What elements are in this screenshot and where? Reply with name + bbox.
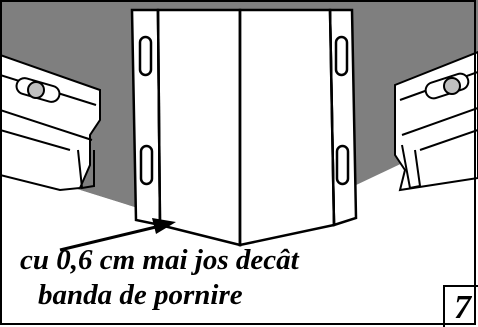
- slot-icon: [335, 144, 350, 186]
- nailing-slots: [138, 35, 350, 186]
- page-number-box: 7: [443, 285, 478, 327]
- starter-strip-left-icon: [0, 53, 101, 192]
- annotation-line-1: cu 0,6 cm mai jos decât: [20, 244, 299, 276]
- slot-icon: [138, 35, 153, 77]
- corner-post-icon: [130, 8, 358, 247]
- slot-icon: [334, 35, 349, 77]
- slot-icon: [139, 144, 154, 186]
- annotation-line-2: banda de pornire: [38, 279, 243, 311]
- starter-strip-right-icon: [394, 50, 478, 192]
- pointer-arrow-icon: [59, 218, 176, 252]
- page-number: 7: [454, 289, 471, 326]
